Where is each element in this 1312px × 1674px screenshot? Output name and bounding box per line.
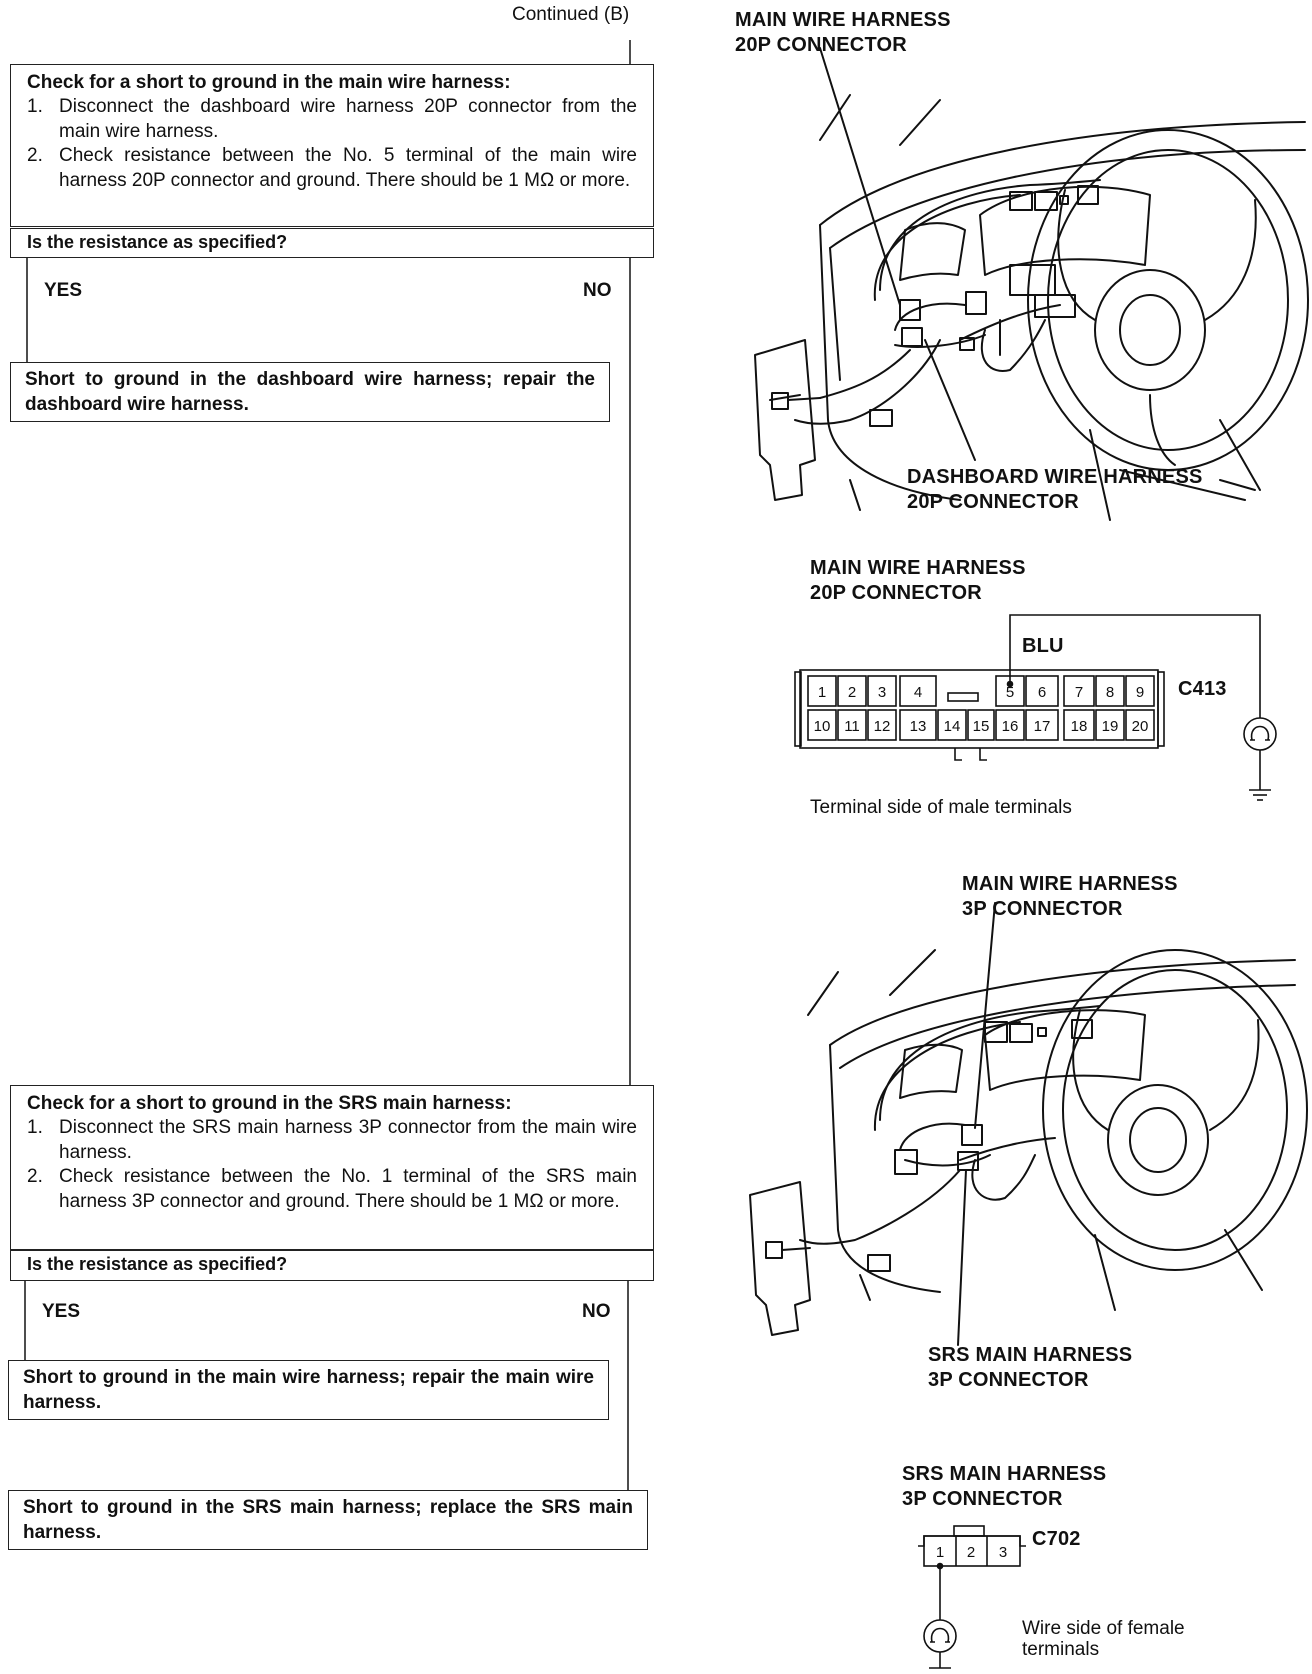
step1-question: Is the resistance as specified? bbox=[10, 228, 654, 258]
step2-no-result: Short to ground in the SRS main harness;… bbox=[8, 1490, 648, 1550]
terminal-2: 2 bbox=[848, 684, 856, 701]
terminal-15: 15 bbox=[973, 718, 990, 735]
step2-check-box: Check for a short to ground in the SRS m… bbox=[10, 1085, 654, 1250]
terminal-18: 18 bbox=[1071, 718, 1088, 735]
connector20p-wire-color: BLU bbox=[1022, 635, 1064, 657]
connector20p-terminals: 1 2 3 4 5 6 7 8 9 10 11 12 13 14 15 16 1… bbox=[814, 684, 1149, 735]
step2-question: Is the resistance as specified? bbox=[10, 1250, 654, 1281]
step2-title: Check for a short to ground in the SRS m… bbox=[27, 1093, 512, 1114]
step2-item-2: 2.Check resistance between the No. 1 ter… bbox=[27, 1166, 637, 1212]
step1-check-box: Check for a short to ground in the main … bbox=[10, 64, 654, 227]
terminal-3p-3: 3 bbox=[999, 1544, 1007, 1561]
step2-no-label: NO bbox=[582, 1301, 611, 1322]
terminal-19: 19 bbox=[1102, 718, 1119, 735]
step1-title: Check for a short to ground in the main … bbox=[27, 72, 511, 93]
step1-yes-result: Short to ground in the dashboard wire ha… bbox=[10, 362, 610, 422]
terminal-5: 5 bbox=[1006, 684, 1014, 701]
terminal-17: 17 bbox=[1034, 718, 1051, 735]
step2-yes-label: YES bbox=[42, 1301, 81, 1322]
terminal-6: 6 bbox=[1038, 684, 1046, 701]
step1-list: 1.Disconnect the dashboard wire harness … bbox=[11, 95, 653, 197]
terminal-9: 9 bbox=[1136, 684, 1144, 701]
terminal-16: 16 bbox=[1002, 718, 1019, 735]
terminal-11: 11 bbox=[844, 718, 860, 735]
terminal-3p-2: 2 bbox=[967, 1544, 975, 1561]
terminal-4: 4 bbox=[914, 684, 922, 701]
step2-list: 1.Disconnect the SRS main harness 3P con… bbox=[11, 1116, 653, 1218]
terminal-13: 13 bbox=[910, 718, 927, 735]
terminal-1: 1 bbox=[818, 684, 826, 701]
step1-item-1: 1.Disconnect the dashboard wire harness … bbox=[27, 96, 637, 142]
step1-item-2: 2.Check resistance between the No. 5 ter… bbox=[27, 145, 637, 191]
terminal-20: 20 bbox=[1132, 718, 1149, 735]
terminal-10: 10 bbox=[814, 718, 831, 735]
connector3p-id: C702 bbox=[1032, 1528, 1081, 1550]
connector3p-terminals: 1 2 3 bbox=[936, 1544, 1007, 1561]
terminal-14: 14 bbox=[944, 718, 961, 735]
connector20p-id: C413 bbox=[1178, 678, 1227, 700]
step2-item-1: 1.Disconnect the SRS main harness 3P con… bbox=[27, 1117, 637, 1163]
step1-no-label: NO bbox=[583, 280, 612, 301]
connector20p-caption: Terminal side of male terminals bbox=[810, 797, 1072, 818]
terminal-3: 3 bbox=[878, 684, 886, 701]
terminal-8: 8 bbox=[1106, 684, 1114, 701]
terminal-3p-1: 1 bbox=[936, 1544, 944, 1561]
step1-yes-label: YES bbox=[44, 280, 83, 301]
continued-label: Continued (B) bbox=[512, 4, 630, 25]
terminal-7: 7 bbox=[1075, 684, 1083, 701]
step2-yes-result: Short to ground in the main wire harness… bbox=[8, 1360, 609, 1420]
terminal-12: 12 bbox=[874, 718, 891, 735]
